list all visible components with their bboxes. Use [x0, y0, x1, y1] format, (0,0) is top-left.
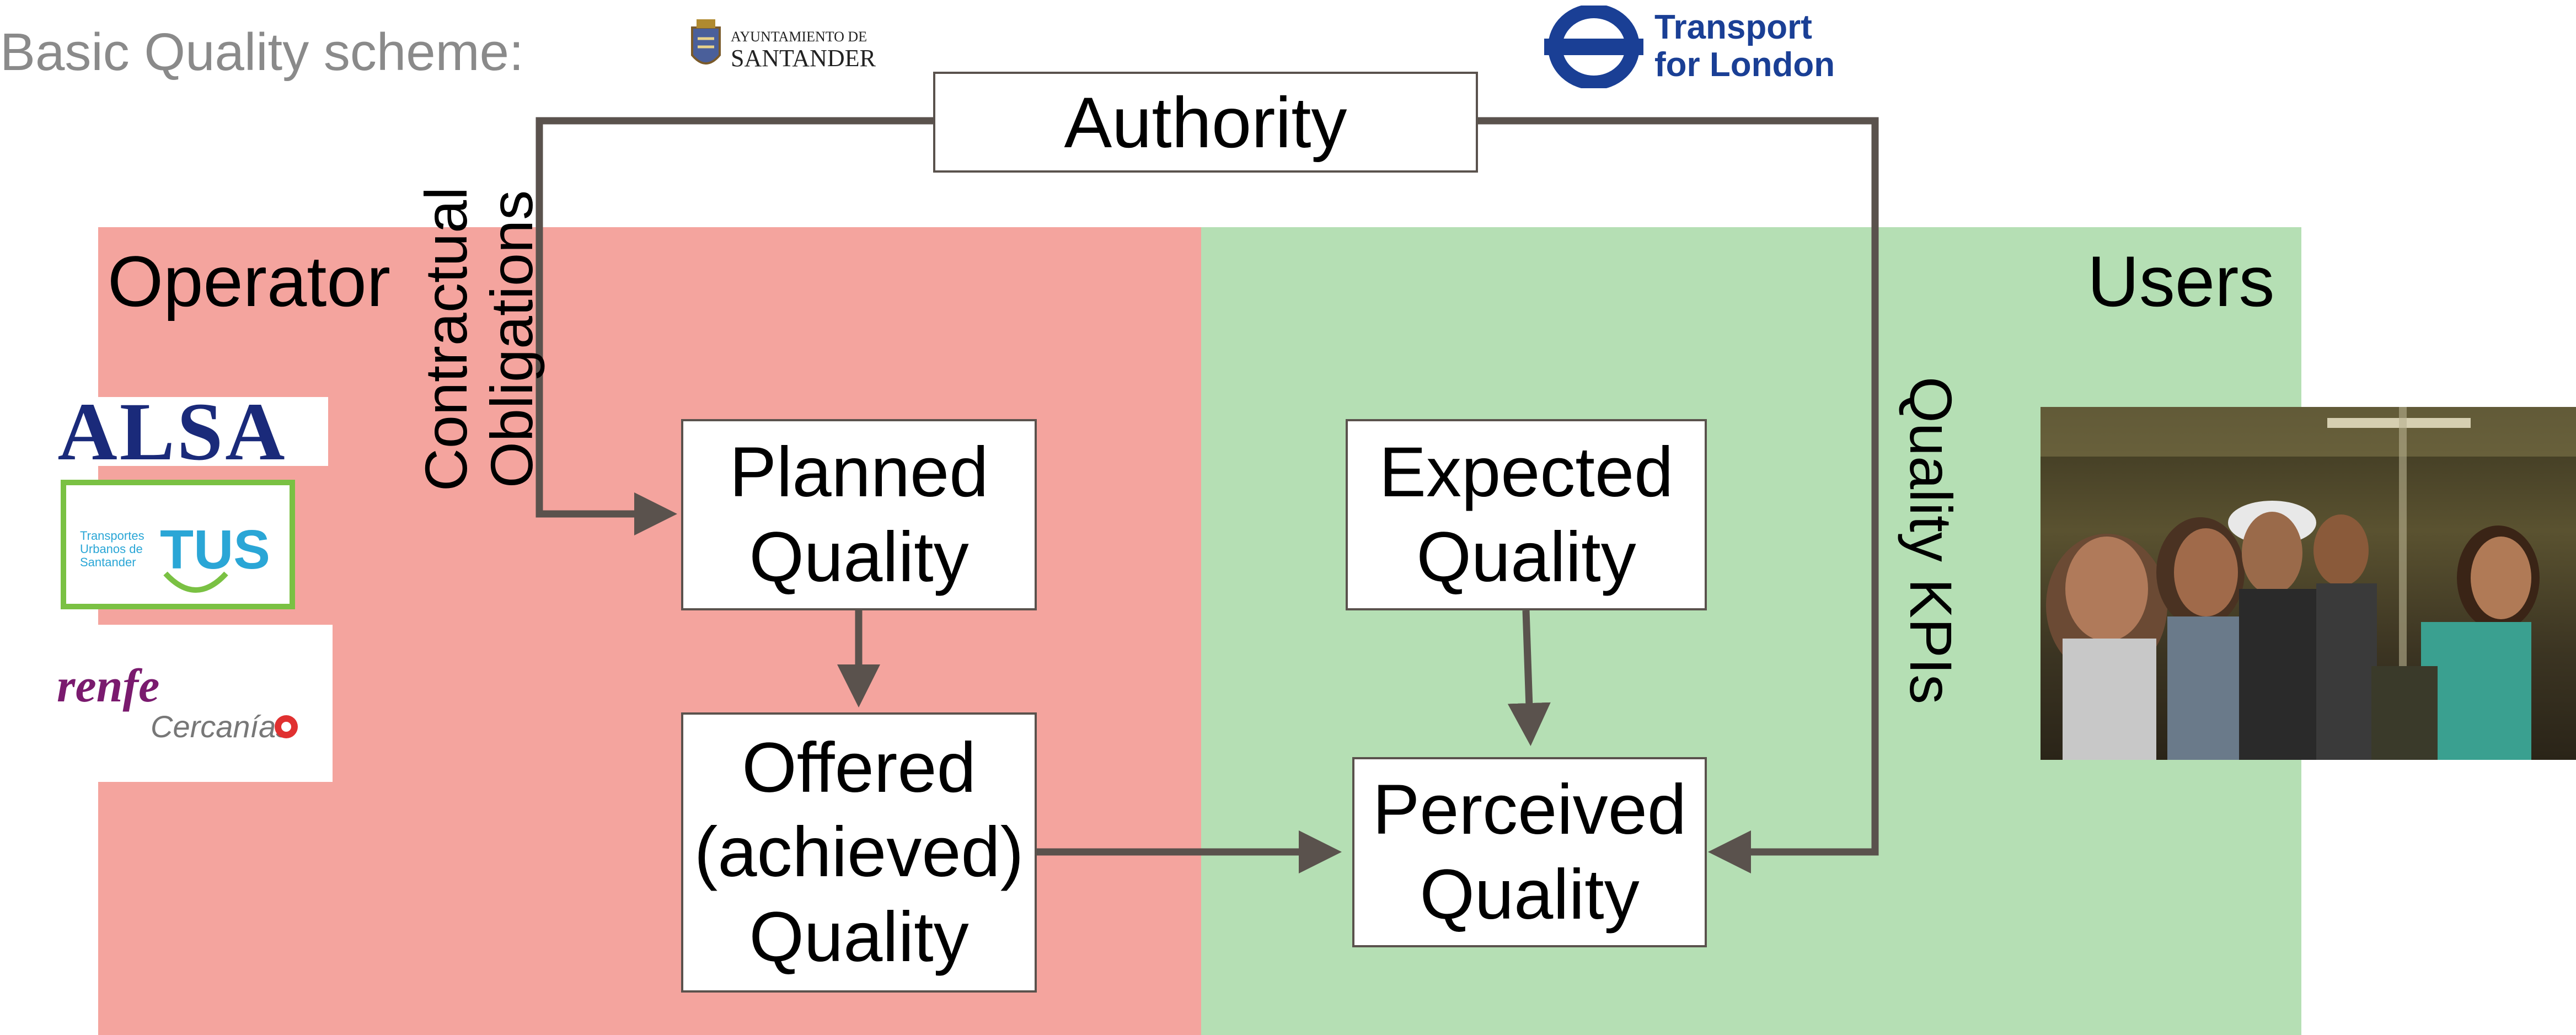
tus-logo: Transportes Urbanos de Santander TUS [61, 480, 295, 609]
users-label: Users [2087, 241, 2275, 321]
alsa-text: ALSA [57, 385, 287, 478]
santander-crest-icon [691, 19, 721, 65]
tus-small-2: Urbanos de [80, 542, 143, 556]
offered-quality-label: Offered (achieved) Quality [694, 728, 1024, 977]
planned-quality-label: Planned Quality [729, 432, 989, 597]
planned-quality-box: Planned Quality [681, 419, 1037, 610]
quality-kpis-label: Quality KPIs [1898, 376, 1964, 705]
cercanias-icon [275, 715, 298, 738]
roundel-icon [1544, 6, 1643, 88]
contractual-obligations-label: Contractual Obligations [413, 186, 545, 492]
renfe-logo: renfe Cercanías [57, 625, 333, 782]
operator-label: Operator [108, 241, 391, 321]
santander-logo: AYUNTAMIENTO DE SANTANDER [687, 17, 885, 77]
santander-top-text: AYUNTAMIENTO DE [731, 29, 867, 45]
expected-quality-box: Expected Quality [1346, 419, 1707, 610]
page-title: Basic Quality scheme: [0, 23, 524, 82]
tus-big-text: TUS [160, 519, 270, 581]
authority-label: Authority [1064, 82, 1347, 163]
alsa-logo: ALSA [17, 386, 328, 478]
tus-small-3: Santander [80, 555, 136, 570]
authority-to-perceived-connector [1478, 117, 1879, 873]
perceived-quality-box: Perceived Quality [1352, 757, 1707, 947]
tus-swoosh-icon [163, 571, 228, 593]
tfl-line2: for London [1654, 46, 1835, 84]
renfe-text: renfe [57, 659, 160, 712]
perceived-quality-label: Perceived Quality [1372, 770, 1687, 934]
santander-bottom-text: SANTANDER [731, 45, 876, 72]
authority-box: Authority [933, 72, 1478, 173]
tus-small-1: Transportes [80, 529, 144, 543]
tfl-line1: Transport [1654, 8, 1812, 46]
passengers-photo [2041, 407, 2576, 760]
offered-quality-box: Offered (achieved) Quality [681, 712, 1037, 993]
cercanias-text: Cercanías [151, 709, 292, 744]
expected-to-perceived-arrow [1507, 610, 1551, 746]
tfl-logo: Transport for London [1544, 6, 1853, 88]
authority-to-planned-connector [535, 117, 933, 535]
expected-quality-label: Expected Quality [1379, 432, 1674, 597]
